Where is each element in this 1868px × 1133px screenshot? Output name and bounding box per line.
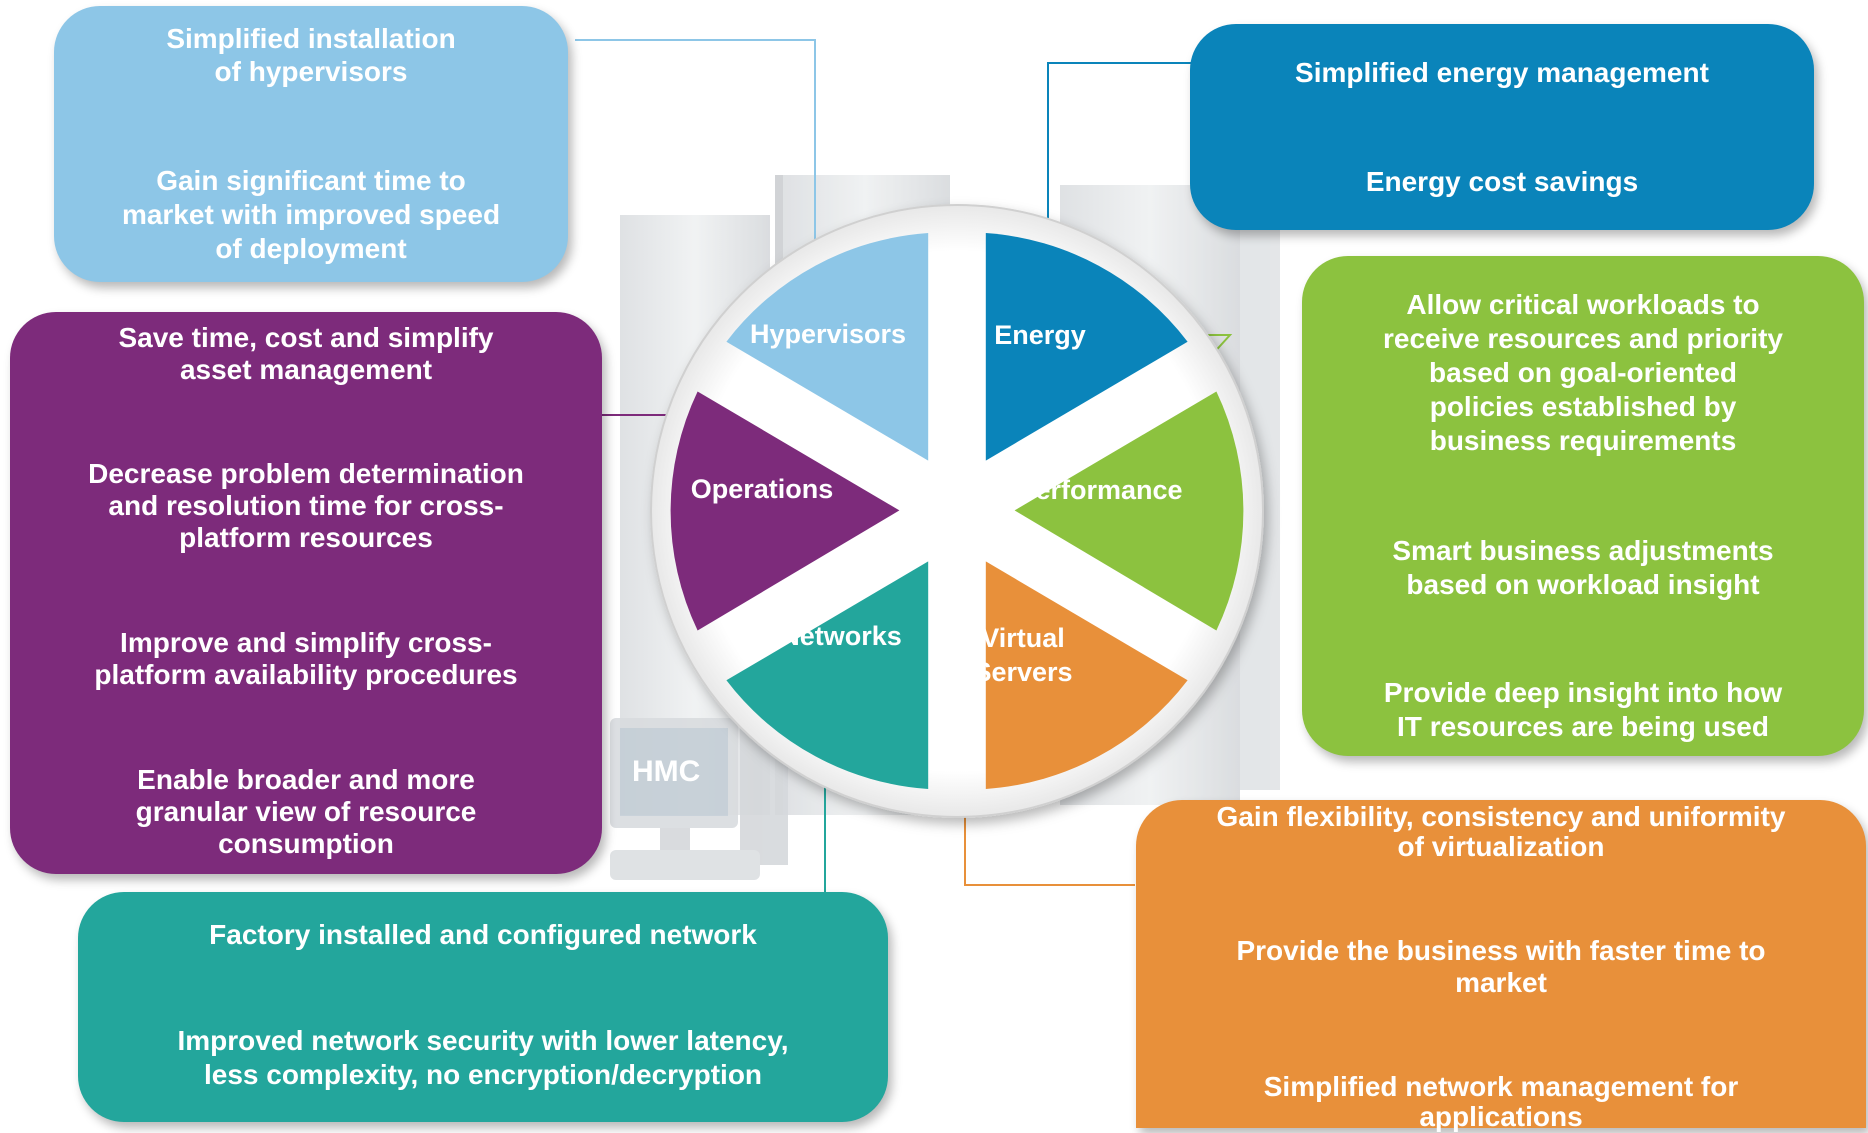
wheel-label-performance: Performance xyxy=(1017,475,1183,505)
benefit-text: based on goal-oriented xyxy=(1428,357,1738,388)
benefit-text: receive resources and priority xyxy=(1383,323,1783,354)
benefit-text: of hypervisors xyxy=(214,56,408,87)
benefit-text: IT resources are being used xyxy=(1397,711,1769,742)
benefit-text: based on workload insight xyxy=(1406,569,1760,600)
benefit-text: policies established by xyxy=(1429,391,1737,422)
wheel-segment-hypervisors xyxy=(726,233,929,461)
benefit-text: Allow critical workloads to xyxy=(1406,289,1760,320)
wheel-label-virtual-servers-line1: Virtual xyxy=(981,623,1065,653)
benefit-text: Factory installed and configured network xyxy=(209,919,757,950)
wheel-label-virtual-servers-line2: Servers xyxy=(973,657,1073,687)
operations-benefits-box: Save time, cost and simplify asset manag… xyxy=(10,312,602,874)
networks-benefits-box: Factory installed and configured network… xyxy=(78,892,888,1122)
benefit-text: Simplified energy management xyxy=(1295,57,1709,88)
benefit-text: less complexity, no encryption/decryptio… xyxy=(203,1059,763,1090)
benefit-text: platform availability procedures xyxy=(94,659,518,690)
wheel-label-networks: Networks xyxy=(780,621,902,651)
wheel-segment-energy xyxy=(985,233,1188,461)
benefit-text: Gain significant time to xyxy=(156,165,466,196)
benefit-text: market with improved speed xyxy=(121,199,501,230)
benefit-text: market xyxy=(1455,967,1547,998)
performance-benefits-box: Allow critical workloads to receive reso… xyxy=(1302,256,1864,756)
connector-hypervisors xyxy=(575,39,816,325)
benefit-text: Save time, cost and simplify xyxy=(118,322,494,353)
benefit-text: Simplified network management for xyxy=(1263,1071,1739,1102)
benefit-text: Enable broader and more xyxy=(137,764,475,795)
energy-benefits-box: Simplified energy management Energy cost… xyxy=(1190,24,1814,230)
benefit-text: Decrease problem determination xyxy=(88,458,524,489)
wheel-label-virtual-servers: Virtual Servers xyxy=(973,621,1072,689)
benefit-text: Smart business adjustments xyxy=(1392,535,1774,566)
wheel-label-energy: Energy xyxy=(994,320,1086,350)
benefit-text: of deployment xyxy=(215,233,407,264)
wheel-label-hypervisors: Hypervisors xyxy=(749,319,907,349)
wheel-segment-operations xyxy=(670,391,900,631)
virtual-servers-benefits-box: Gain flexibility, consistency and unifor… xyxy=(1136,800,1866,1132)
benefit-text: asset management xyxy=(179,354,433,385)
benefit-text: business requirements xyxy=(1429,425,1737,456)
benefit-text: of virtualization xyxy=(1397,831,1605,862)
wheel-segments xyxy=(670,233,1244,789)
benefit-text: applications xyxy=(1419,1101,1583,1132)
benefit-text: Energy cost savings xyxy=(1365,166,1639,197)
benefit-text: consumption xyxy=(218,828,394,859)
benefit-text: Simplified installation xyxy=(166,23,456,54)
wheel-segment-networks xyxy=(726,561,929,789)
benefit-text: Provide deep insight into how xyxy=(1383,677,1783,708)
hypervisors-benefits-box: Simplified installation of hypervisors G… xyxy=(54,6,568,282)
benefit-text: Improve and simplify cross- xyxy=(120,627,492,658)
benefit-text: Improved network security with lower lat… xyxy=(177,1025,789,1056)
benefit-text: Gain flexibility, consistency and unifor… xyxy=(1216,801,1786,832)
connector-energy xyxy=(1047,62,1192,270)
benefit-text: Provide the business with faster time to xyxy=(1236,935,1766,966)
benefit-text: granular view of resource xyxy=(135,796,477,827)
wheel-label-operations: Operations xyxy=(690,474,834,504)
benefit-text: and resolution time for cross- xyxy=(108,490,504,521)
hmc-label: HMC xyxy=(632,755,701,788)
wheel-segment-performance xyxy=(1014,391,1244,631)
wheel-segment-virtual-servers xyxy=(985,561,1188,789)
benefit-text: platform resources xyxy=(179,522,433,553)
